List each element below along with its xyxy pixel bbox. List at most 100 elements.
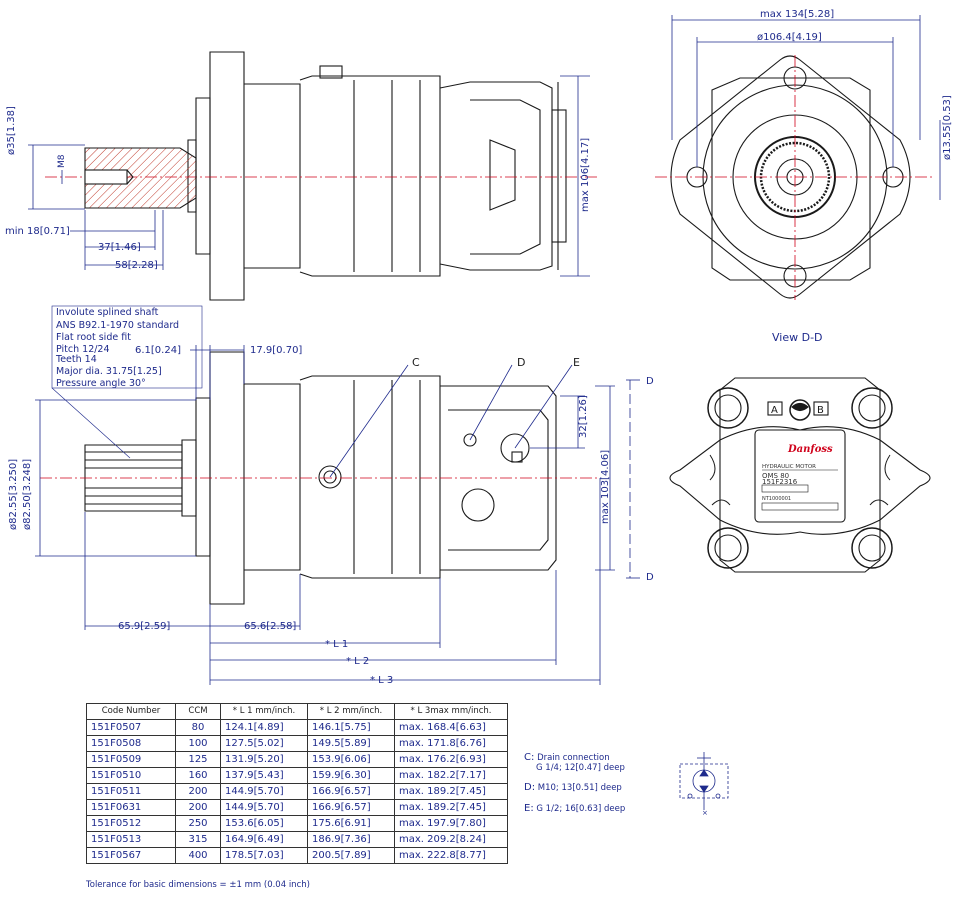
callout-e: E [573, 356, 580, 369]
dim-6-1: 6.1[0.24] [135, 345, 181, 356]
port-b-label: B [817, 405, 824, 416]
shaft-note-3: Pitch 12/24 [56, 344, 110, 355]
top-side-view [45, 51, 600, 301]
shaft-note-4: Teeth 14 [55, 354, 97, 365]
dim-17-9: 17.9[0.70] [250, 345, 302, 356]
table-cell: 125 [175, 751, 221, 768]
legend-c: C: Drain connection G 1/4; 12[0.47] deep [524, 752, 625, 773]
table-cell: 178.5[7.03] [220, 847, 308, 864]
dim-max-103: max 103[4.06] [600, 450, 611, 524]
plate-line-0: HYDRAULIC MOTOR [762, 464, 816, 470]
table-cell: 144.9[5.70] [220, 783, 308, 800]
dim-min-length: min 18[0.71] [5, 226, 70, 237]
table-cell: max. 176.2[6.93] [394, 751, 508, 768]
dim-l2: * L 2 [346, 656, 369, 667]
dim-l1: * L 1 [325, 639, 348, 650]
table-cell: 151F0508 [86, 735, 176, 752]
table-header-row: Code Number CCM * L 1 mm/inch. * L 2 mm/… [86, 703, 508, 720]
table-cell: 146.1[5.75] [307, 719, 395, 736]
legend-title: Drain connection [537, 753, 610, 763]
legend-desc: G 1/2; 16[0.63] deep [536, 804, 626, 814]
table-cell: 149.5[5.89] [307, 735, 395, 752]
table-cell: max. 171.8[6.76] [394, 735, 508, 752]
table-cell: 80 [175, 719, 221, 736]
table-cell: 151F0631 [86, 799, 176, 816]
table-cell: 137.9[5.43] [220, 767, 308, 784]
table-cell: 250 [175, 815, 221, 832]
legend-e: E: G 1/2; 16[0.63] deep [524, 803, 625, 814]
table-cell: 100 [175, 735, 221, 752]
dim-shaft-dia: ø35[1.38] [6, 106, 17, 155]
symbol-label: × [702, 809, 708, 817]
dim-32: 32[1.26] [578, 395, 589, 438]
col-l1: * L 1 mm/inch. [220, 703, 308, 720]
dim-bolt-circle: ø106.4[4.19] [757, 32, 822, 43]
table-cell: 200 [175, 783, 221, 800]
table-cell: max. 197.9[7.80] [394, 815, 508, 832]
table-cell: 151F0511 [86, 783, 176, 800]
table-cell: 151F0512 [86, 815, 176, 832]
table-cell: max. 182.2[7.17] [394, 767, 508, 784]
plate-line-1: OMS 80 [762, 472, 789, 480]
table-cell: 151F0507 [86, 719, 176, 736]
table-cell: 151F0567 [86, 847, 176, 864]
view-dd [669, 377, 931, 573]
table-cell: 164.9[6.49] [220, 831, 308, 848]
table-cell: 153.9[6.06] [307, 751, 395, 768]
col-ccm: CCM [175, 703, 221, 720]
brand-logo: Danfoss [787, 444, 833, 455]
bottom-view-dimensions [35, 345, 640, 685]
table-cell: 186.9[7.36] [307, 831, 395, 848]
legend-desc: G 1/4; 12[0.47] deep [536, 763, 625, 773]
shaft-note-5: Major dia. 31.75[1.25] [56, 366, 162, 377]
table-cell: 131.9[5.20] [220, 751, 308, 768]
table-cell: 153.6[6.05] [220, 815, 308, 832]
table-cell: max. 222.8[8.77] [394, 847, 508, 864]
table-cell: max. 189.2[7.45] [394, 799, 508, 816]
shaft-note-6: Pressure angle 30° [56, 378, 146, 389]
port-a-label: A [771, 405, 778, 416]
front-view [655, 55, 935, 300]
dim-37: 37[1.46] [98, 242, 141, 253]
col-l3: * L 3max mm/inch. [394, 703, 508, 720]
table-cell: 200 [175, 799, 221, 816]
shaft-notes: Involute splined shaft ANS B92.1-1970 st… [51, 305, 203, 459]
callout-d: D [517, 356, 525, 369]
section-mark-top: D [646, 376, 654, 387]
dim-65-6: 65.6[2.58] [244, 621, 296, 632]
dim-65-9: 65.9[2.59] [118, 621, 170, 632]
view-dd-title: View D-D [772, 331, 823, 344]
table-cell: 200.5[7.89] [307, 847, 395, 864]
dim-hole-dia: ø13.55[0.53] [942, 95, 953, 160]
hydraulic-symbol-icon [679, 752, 729, 810]
col-code: Code Number [86, 703, 176, 720]
table-cell: max. 189.2[7.45] [394, 783, 508, 800]
dim-spline-dia: ø82.55[3.250] [8, 459, 19, 530]
table-cell: 160 [175, 767, 221, 784]
legend-key: C: [524, 752, 535, 763]
legend-key: E: [524, 803, 534, 814]
table-cell: 159.9[6.30] [307, 767, 395, 784]
table-cell: 151F0513 [86, 831, 176, 848]
dim-max-height: max 106[4.17] [580, 138, 591, 212]
table-cell: 175.6[6.91] [307, 815, 395, 832]
table-cell: max. 168.4[6.63] [394, 719, 508, 736]
table-cell: 151F0510 [86, 767, 176, 784]
bottom-side-view [40, 351, 600, 605]
shaft-note-1: ANS B92.1-1970 standard [56, 320, 179, 331]
top-view-dimensions [28, 75, 590, 277]
table-cell: 315 [175, 831, 221, 848]
tolerance-note: Tolerance for basic dimensions = ±1 mm (… [86, 880, 310, 890]
dim-max-width: max 134[5.28] [760, 9, 834, 20]
table-cell: 400 [175, 847, 221, 864]
legend-d: D: M10; 13[0.51] deep [524, 782, 622, 793]
callout-c: C [412, 356, 420, 369]
